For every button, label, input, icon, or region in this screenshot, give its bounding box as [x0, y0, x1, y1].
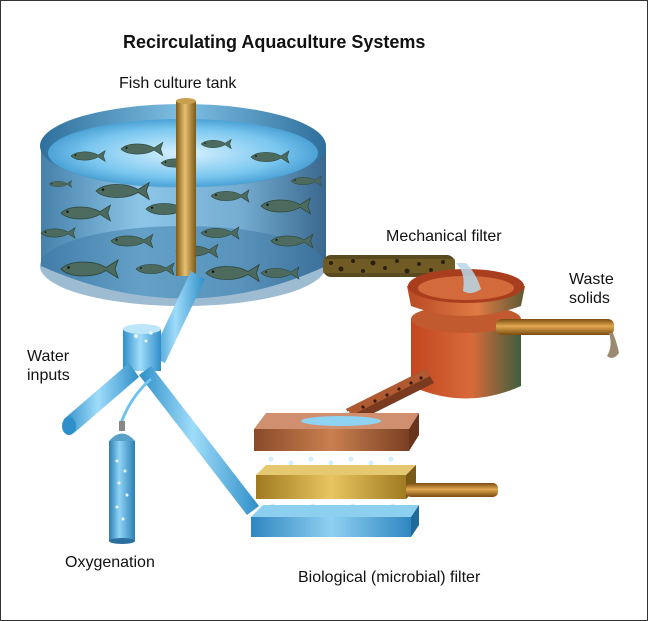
label-biological-filter: Biological (microbial) filter [298, 569, 481, 586]
label-oxygenation: Oxygenation [65, 554, 155, 571]
label-water-inputs-line2: inputs [27, 367, 70, 384]
standpipe [176, 98, 196, 276]
oxygen-cylinder [109, 421, 135, 544]
label-fish-culture-tank: Fish culture tank [119, 75, 237, 92]
water-return-pipes [62, 271, 259, 515]
waste-pipe [496, 319, 619, 358]
label-waste-solids-line1: Waste [569, 271, 614, 288]
biofilter-outlet-pipe [406, 483, 498, 497]
label-water-inputs-line1: Water [27, 348, 70, 365]
mechanical-filter [407, 263, 525, 399]
biological-filter [251, 413, 419, 537]
mechanical-filter-pipe [323, 255, 455, 277]
label-mechanical-filter: Mechanical filter [386, 228, 502, 245]
diagram-title: Recirculating Aquaculture Systems [123, 32, 426, 52]
label-waste-solids-line2: solids [569, 290, 610, 307]
